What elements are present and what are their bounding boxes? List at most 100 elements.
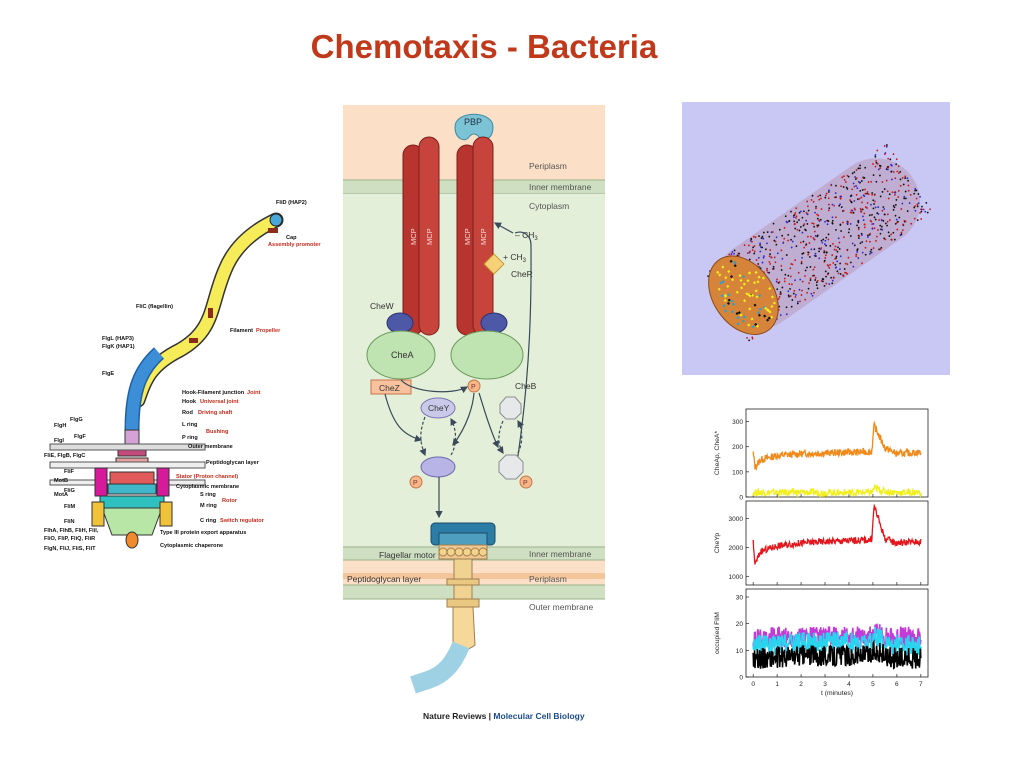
- compartment-lower-inner-membrane: Inner membrane: [529, 549, 592, 559]
- mcp-label-1: MCP: [409, 228, 418, 245]
- mcp-receptor-right: [456, 136, 494, 336]
- plot-panel-2: 0 10 20 30 occupied FliM: [714, 588, 929, 682]
- xtick-label: 2: [799, 681, 803, 688]
- flagellar-motor-complex: [410, 522, 496, 694]
- role-joint: Joint: [247, 390, 260, 396]
- label-assembly: Assembly promoter: [268, 242, 321, 248]
- chea-protein-left: [366, 330, 436, 380]
- ytick-label: 200: [732, 444, 743, 451]
- xtick-label: 4: [847, 681, 851, 688]
- label-mota: MotA: [54, 492, 68, 498]
- series-line-0-1: [752, 483, 922, 499]
- label-flgn: FlgN, FliJ, FliS, FliT: [44, 546, 96, 552]
- label-flgi: FlgI: [54, 438, 64, 444]
- chey-phospho-label: P: [413, 480, 418, 487]
- label-flin: FliN: [64, 519, 75, 525]
- label-motb: MotB: [54, 478, 68, 484]
- xtick-label: 7: [919, 681, 923, 688]
- cher-label: CheR: [511, 269, 533, 279]
- chew-label: CheW: [370, 301, 394, 311]
- role-propeller: Propeller: [256, 328, 281, 334]
- label-outer-membrane: Outer membrane: [188, 444, 233, 450]
- compartment-periplasm: Periplasm: [529, 161, 567, 171]
- compartment-cytoplasm: Cytoplasm: [529, 201, 569, 211]
- xtick-label: 1: [775, 681, 779, 688]
- label-flgk: FlgK (HAP1): [102, 344, 135, 350]
- cheb-p-protein: [498, 454, 524, 480]
- slide-title: Chemotaxis - Bacteria: [310, 28, 658, 65]
- label-flgl: FlgL (HAP3): [102, 336, 134, 342]
- xtick-label: 3: [823, 681, 827, 688]
- label-s-ring: S ring: [200, 492, 216, 498]
- chez-label: CheZ: [379, 383, 400, 393]
- label-l-ring: L ring: [182, 422, 198, 428]
- chea-protein-right: [450, 330, 524, 380]
- ytick-label: 0: [739, 495, 743, 502]
- chey-phospho: [409, 475, 423, 489]
- label-hook: Hook: [182, 399, 197, 405]
- chey-protein: [420, 397, 456, 419]
- flagellar-motor-diagram: FliC (flagellin) FlgL (HAP3) FlgK (HAP1)…: [44, 200, 321, 552]
- compartment-inner-membrane: Inner membrane: [529, 182, 592, 192]
- xtick-label: 5: [871, 681, 875, 688]
- mcp-label-3: MCP: [463, 228, 472, 245]
- label-chaperone: Cytoplasmic chaperone: [160, 543, 223, 549]
- mcp-label-2: MCP: [425, 228, 434, 245]
- chea-phospho-label: P: [471, 384, 476, 391]
- series-line-0-0: [752, 420, 922, 471]
- label-flgg: FlgG: [70, 417, 83, 423]
- ytick-label: 20: [736, 621, 744, 628]
- chemotaxis-pathway-diagram: Periplasm Inner membrane Cytoplasm Inner…: [343, 105, 605, 721]
- compartment-outer-membrane: Outer membrane: [529, 602, 594, 612]
- role-bushing: Bushing: [206, 429, 229, 435]
- label-stator: Stator (Proton channel): [176, 474, 238, 480]
- ytick-label: 0: [739, 675, 743, 682]
- cher-protein: [483, 253, 505, 275]
- ytick-label: 2000: [729, 545, 744, 552]
- compartment-lower-periplasm: Periplasm: [529, 574, 567, 584]
- series-line-2-2: [752, 639, 922, 670]
- cheb-protein: [499, 396, 522, 420]
- mcp-receptor-left: [402, 136, 440, 336]
- label-flig: FliG: [64, 488, 75, 494]
- chey-label: CheY: [428, 403, 450, 413]
- cheb-phospho: [519, 475, 533, 489]
- chey-p-protein: [420, 456, 456, 478]
- ytick-label: 30: [736, 595, 744, 602]
- label-type3: Type III protein export apparatus: [160, 530, 246, 536]
- pbp-protein: [454, 113, 494, 141]
- label-flic: FliC (flagellin): [136, 304, 173, 310]
- label-flid: FliD (HAP2): [276, 200, 307, 206]
- label-p-ring: P ring: [182, 435, 198, 441]
- label-rod: Rod: [182, 410, 193, 416]
- ytick-label: 300: [732, 419, 743, 426]
- label-flge: FlgE: [102, 371, 114, 377]
- ytick-label: 3000: [729, 516, 744, 523]
- label-flgf: FlgF: [74, 434, 86, 440]
- label-m-ring: M ring: [200, 503, 217, 509]
- cheb-phospho-label: P: [523, 480, 528, 487]
- chea-label: CheA: [391, 350, 414, 360]
- label-flha: FlhA, FlhB, FliH, FliI,: [44, 528, 99, 534]
- cheb-label: CheB: [515, 381, 537, 391]
- role-universal-joint: Universal joint: [200, 399, 239, 405]
- mcp-label-4: MCP: [479, 228, 488, 245]
- chea-phospho: [467, 379, 481, 393]
- label-cap: Cap: [286, 235, 297, 241]
- flagellar-motor-label: Flagellar motor: [379, 550, 436, 560]
- label-peptidoglycan: Peptidoglycan layer: [206, 460, 260, 466]
- label-hook-junction: Hook-Filament junction: [182, 390, 245, 396]
- ylabel-2: occupied FliM: [714, 612, 721, 654]
- xtick-label: 0: [751, 681, 755, 688]
- label-flgh: FlgH: [54, 423, 66, 429]
- label-flim: FliM: [64, 504, 76, 510]
- figure-credit: Nature Reviews | Molecular Cell Biology: [423, 711, 585, 721]
- pbp-label: PBP: [464, 117, 482, 127]
- chew-protein: [386, 312, 414, 334]
- label-flif: FliF: [64, 469, 75, 475]
- ytick-label: 10: [736, 648, 744, 655]
- label-flio: FliO, FliP, FliQ, FliR: [44, 536, 95, 542]
- methyl-minus-label: – CH3: [515, 230, 538, 242]
